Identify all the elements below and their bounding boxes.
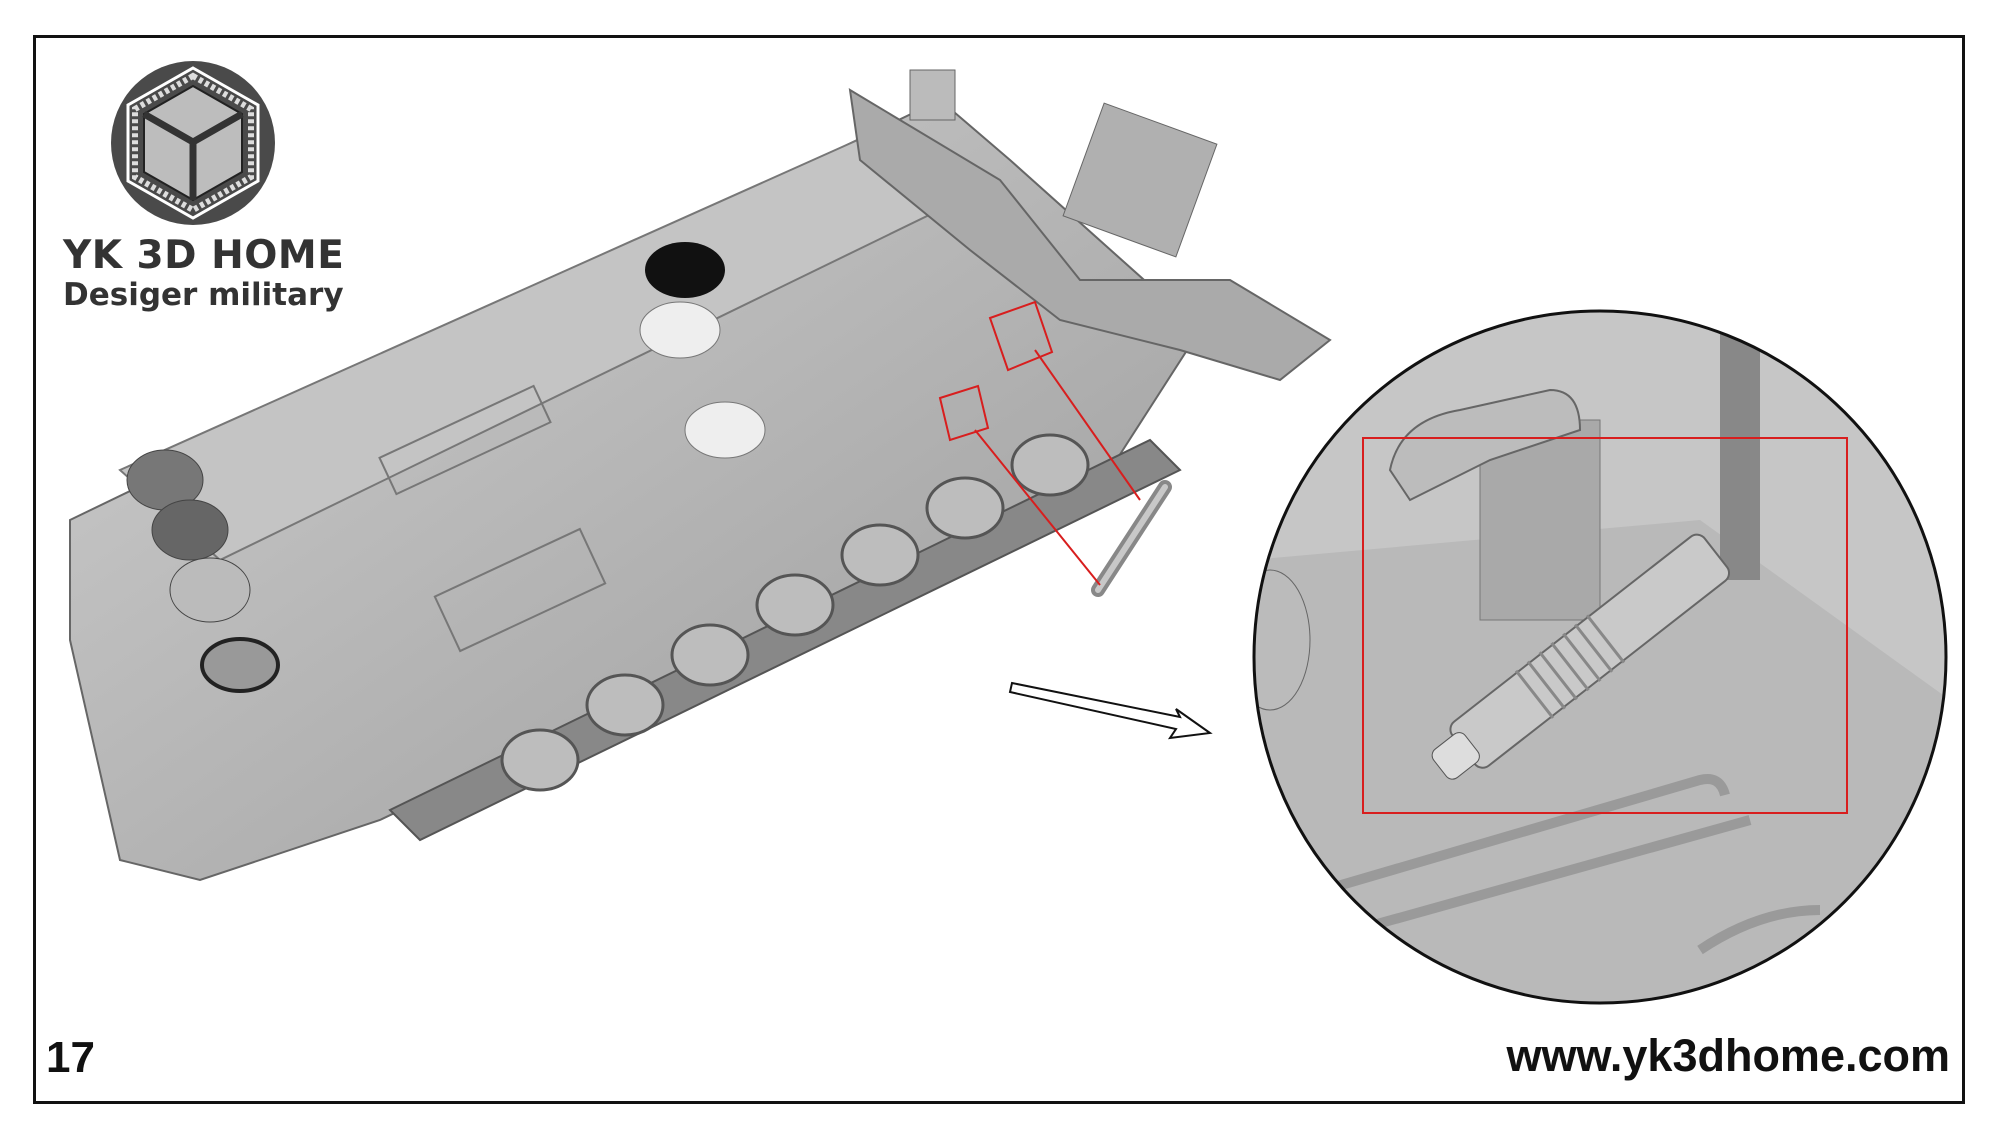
page-number: 17 — [46, 1033, 95, 1082]
callout-markers — [938, 300, 1141, 586]
brand-name: YK 3D HOME — [63, 233, 345, 278]
page-frame — [33, 35, 1965, 1104]
magnified-detail — [1252, 309, 1948, 1005]
vehicle-model — [69, 69, 1332, 882]
brand-tagline: Desiger military — [63, 277, 344, 313]
brand-logo — [111, 61, 275, 225]
direction-arrow — [1008, 681, 1213, 740]
detail-highlight-box — [1362, 437, 1848, 814]
website-url: www.yk3dhome.com — [1506, 1030, 1950, 1081]
